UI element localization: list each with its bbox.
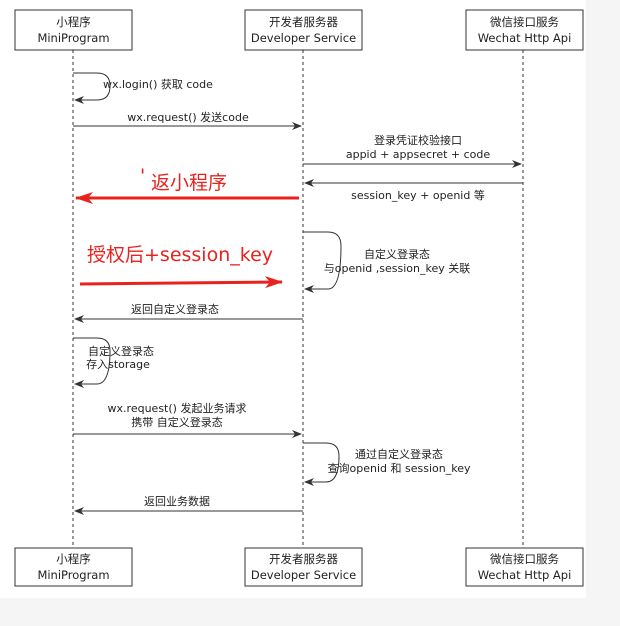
msg-wx-login-label: wx.login() 获取 code (103, 78, 213, 91)
annotation-return-mini-text: 返小程序 (151, 172, 227, 194)
msg-query-openid-line2: 查询openid 和 session_key (328, 461, 471, 475)
participant-dev-top-en: Developer Service (251, 31, 356, 45)
msg-custom-login-state-line1: 自定义登录态 (364, 247, 430, 261)
msg-return-login-state-label: 返回自定义登录态 (131, 302, 219, 316)
participant-mini-top: 小程序 MiniProgram (14, 9, 133, 51)
msg-business-request-line2: 携带 自定义登录态 (131, 415, 223, 429)
msg-query-openid-line1: 通过自定义登录态 (355, 447, 443, 461)
msg-return-business-data-label: 返回业务数据 (144, 494, 210, 508)
msg-verify-api: 登录凭证校验接口 appid + appsecret + code (303, 133, 522, 168)
participant-mini-bottom-en: MiniProgram (37, 568, 109, 582)
participant-dev-bottom: 开发者服务器 Developer Service (244, 547, 363, 587)
msg-return-login-state: 返回自定义登录态 (74, 302, 303, 323)
msg-query-openid: 通过自定义登录态 查询openid 和 session_key (303, 442, 471, 486)
participant-mini-bottom-cn: 小程序 (56, 552, 91, 566)
participant-dev-top: 开发者服务器 Developer Service (244, 9, 363, 51)
participant-wechat-top-en: Wechat Http Api (478, 31, 572, 45)
msg-business-request-line1: wx.request() 发起业务请求 (108, 401, 247, 415)
msg-business-request: wx.request() 发起业务请求 携带 自定义登录态 (73, 401, 302, 438)
msg-verify-api-line1: 登录凭证校验接口 (374, 133, 462, 147)
msg-wx-request-code-label: wx.request() 发送code (127, 110, 249, 124)
msg-verify-api-line2: appid + appsecret + code (346, 148, 491, 161)
annotation-auth-session-key: 授权后+session_key (79, 244, 283, 289)
msg-wx-login: wx.login() 获取 code (73, 72, 213, 104)
msg-session-key-openid: session_key + openid 等 (304, 179, 523, 202)
participant-wechat-bottom: 微信接口服务 Wechat Http Api (465, 547, 584, 587)
participant-mini-top-en: MiniProgram (37, 31, 109, 45)
msg-custom-login-state: 自定义登录态 与openid ,session_key 关联 (303, 231, 470, 293)
msg-wx-request-code: wx.request() 发送code (73, 110, 302, 130)
participant-mini-top-cn: 小程序 (56, 15, 91, 29)
annotation-return-mini-mark: ' (140, 165, 145, 187)
participant-dev-top-cn: 开发者服务器 (269, 15, 338, 29)
participant-wechat-top-cn: 微信接口服务 (490, 15, 559, 29)
participant-mini-bottom: 小程序 MiniProgram (14, 547, 133, 587)
participant-dev-bottom-cn: 开发者服务器 (269, 552, 338, 566)
annotation-return-mini: ' 返小程序 (75, 165, 299, 204)
msg-session-key-openid-label: session_key + openid 等 (351, 188, 485, 202)
annotation-auth-session-key-text: 授权后+session_key (87, 244, 273, 266)
participant-wechat-bottom-en: Wechat Http Api (478, 568, 572, 582)
msg-return-business-data: 返回业务数据 (74, 494, 303, 515)
participant-dev-bottom-en: Developer Service (251, 568, 356, 582)
msg-store-storage: 自定义登录态 存入storage (73, 337, 154, 388)
participant-wechat-bottom-cn: 微信接口服务 (490, 552, 559, 566)
msg-store-storage-line2: 存入storage (86, 357, 150, 371)
participant-wechat-top: 微信接口服务 Wechat Http Api (465, 9, 584, 51)
msg-store-storage-line1: 自定义登录态 (88, 344, 154, 358)
msg-custom-login-state-line2: 与openid ,session_key 关联 (324, 261, 470, 275)
